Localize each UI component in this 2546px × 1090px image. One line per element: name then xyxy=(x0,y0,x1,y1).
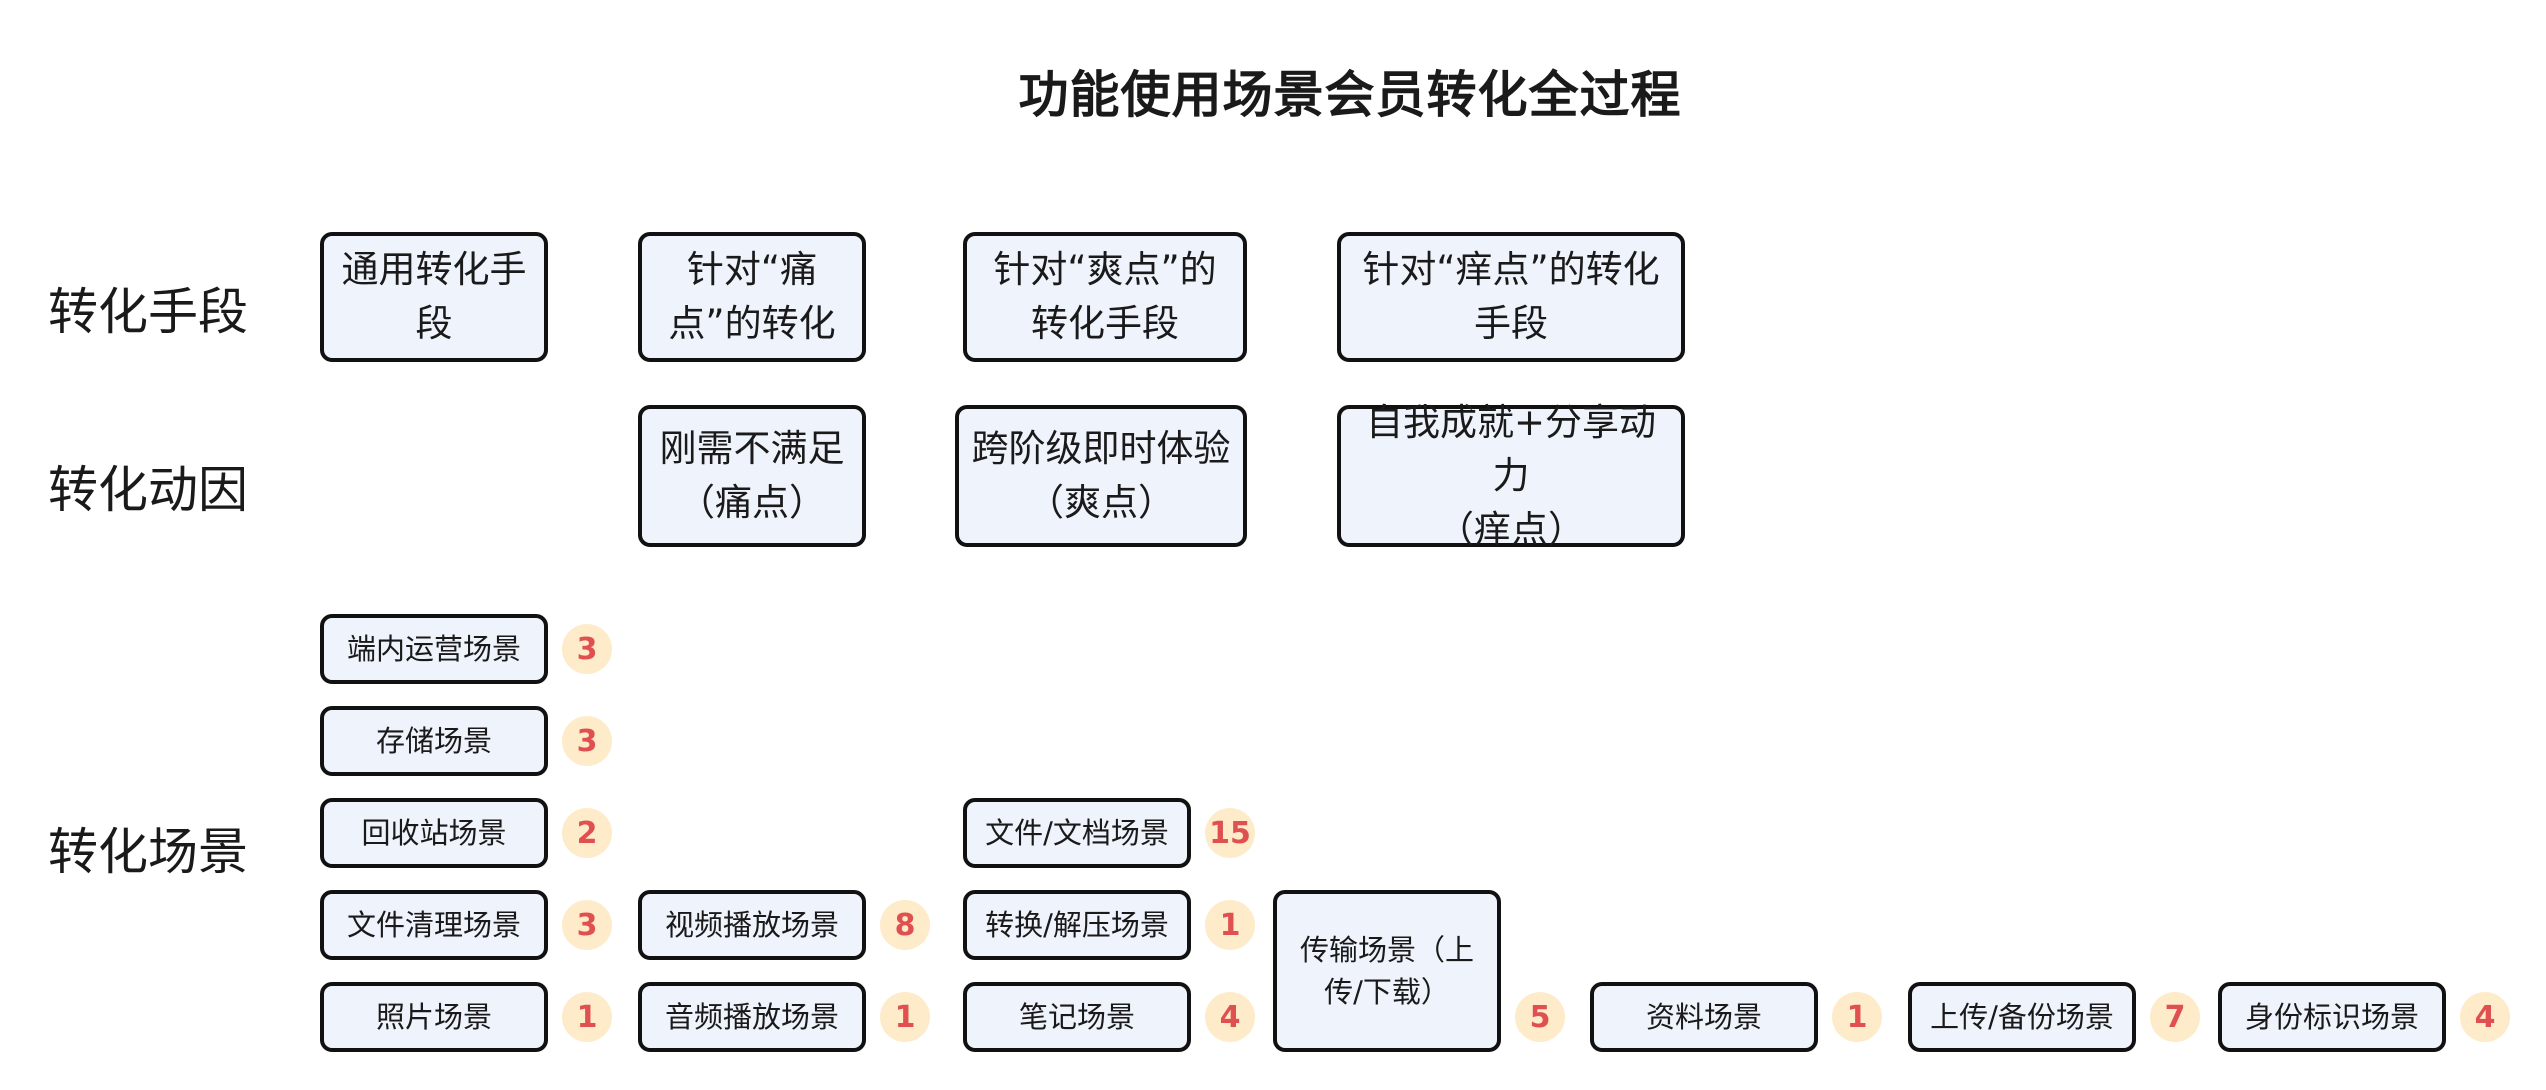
scene-count-badge: 2 xyxy=(562,808,612,858)
scene-label: 音频播放场景 xyxy=(664,999,839,1034)
means-box-itch: 针对“痒点”的转化手段 xyxy=(1337,232,1685,362)
scene-count-badge: 1 xyxy=(562,992,612,1042)
scene-box: 回收站场景 xyxy=(320,798,548,868)
scene-label: 存储场景 xyxy=(375,723,492,758)
means-box-pain: 针对“痛点”的转化 xyxy=(638,232,866,362)
scene-count-badge: 1 xyxy=(1832,992,1882,1042)
scene-label: 文件清理场景 xyxy=(346,907,521,942)
scene-label: 传/下载） xyxy=(1324,975,1450,1009)
page-title: 功能使用场景会员转化全过程 xyxy=(1018,66,1682,124)
scene-box: 音频播放场景 xyxy=(638,982,866,1052)
scene-count-badge: 3 xyxy=(562,900,612,950)
motive-box-pain: 刚需不满足 （痛点） xyxy=(638,405,866,547)
scene-count-badge: 4 xyxy=(2460,992,2510,1042)
scene-count-badge: 5 xyxy=(1515,992,1565,1042)
row-label-means: 转化手段 xyxy=(48,283,248,341)
scene-box: 照片场景 xyxy=(320,982,548,1052)
scene-box: 笔记场景 xyxy=(963,982,1191,1052)
means-text: 段 xyxy=(415,302,453,345)
scene-box: 存储场景 xyxy=(320,706,548,776)
scene-box: 视频播放场景 xyxy=(638,890,866,960)
means-box-general: 通用转化手段 xyxy=(320,232,548,362)
scene-label: 照片场景 xyxy=(375,999,492,1034)
scene-count-badge: 3 xyxy=(562,716,612,766)
scene-box: 文件/文档场景 xyxy=(963,798,1191,868)
scene-label: 端内运营场景 xyxy=(346,631,521,666)
means-text: 手段 xyxy=(1474,302,1548,345)
scene-label: 资料场景 xyxy=(1645,999,1762,1034)
scene-label: 传输场景（上 xyxy=(1299,932,1474,967)
scene-box: 文件清理场景 xyxy=(320,890,548,960)
means-text: 针对“爽点”的 xyxy=(993,248,1217,292)
scene-box-transfer: 传输场景（上传/下载） xyxy=(1273,890,1501,1052)
scene-count-badge: 7 xyxy=(2150,992,2200,1042)
scene-box: 上传/备份场景 xyxy=(1908,982,2136,1052)
scene-box: 端内运营场景 xyxy=(320,614,548,684)
motive-text: 自我成就+分享动力 xyxy=(1365,400,1656,498)
motive-text: 跨阶级即时体验 xyxy=(971,427,1231,471)
scene-box: 身份标识场景 xyxy=(2218,982,2446,1052)
motive-text: 刚需不满足 xyxy=(659,427,845,471)
row-label-motive: 转化动因 xyxy=(48,461,248,519)
means-text: 点”的转化 xyxy=(668,302,836,345)
means-text: 通用转化手 xyxy=(341,248,527,292)
scene-count-badge: 15 xyxy=(1205,808,1255,858)
scene-count-badge: 8 xyxy=(880,900,930,950)
motive-text: （痒点） xyxy=(1437,507,1585,551)
means-text: 针对“痛 xyxy=(686,248,818,292)
scene-label: 身份标识场景 xyxy=(2244,999,2419,1034)
scene-label: 回收站场景 xyxy=(361,815,507,850)
means-text: 转化手段 xyxy=(1031,302,1179,345)
scene-box: 资料场景 xyxy=(1590,982,1818,1052)
scene-label: 笔记场景 xyxy=(1018,999,1135,1034)
scene-count-badge: 4 xyxy=(1205,992,1255,1042)
scene-count-badge: 1 xyxy=(880,992,930,1042)
motive-text: （痛点） xyxy=(678,481,826,524)
scene-label: 转换/解压场景 xyxy=(985,907,1169,942)
means-box-thrill: 针对“爽点”的转化手段 xyxy=(963,232,1247,362)
means-text: 针对“痒点”的转化 xyxy=(1362,248,1660,292)
row-label-scene: 转化场景 xyxy=(48,823,248,881)
scene-label: 上传/备份场景 xyxy=(1930,999,2114,1034)
scene-box: 转换/解压场景 xyxy=(963,890,1191,960)
scene-count-badge: 3 xyxy=(562,624,612,674)
motive-box-itch: 自我成就+分享动力 （痒点） xyxy=(1337,401,1685,551)
motive-text: （爽点） xyxy=(1027,481,1175,524)
motive-box-thrill: 跨阶级即时体验 （爽点） xyxy=(955,405,1247,547)
scene-label: 视频播放场景 xyxy=(664,907,839,942)
scene-label: 文件/文档场景 xyxy=(985,815,1169,850)
scene-count-badge: 1 xyxy=(1205,900,1255,950)
